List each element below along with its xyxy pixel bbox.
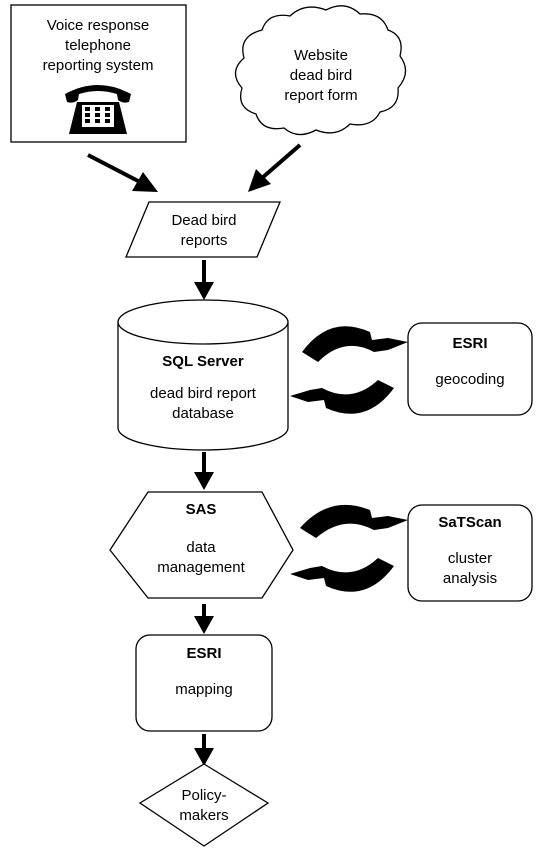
curved-arrow-top-2 xyxy=(300,504,408,538)
website-line-1: Website xyxy=(294,47,348,64)
esri-map-title: ESRI xyxy=(186,645,221,662)
website-cloud xyxy=(234,5,407,136)
reports-parallelogram xyxy=(125,201,281,258)
sql-cylinder xyxy=(117,322,289,451)
cycle-arrows-sas-satscan xyxy=(290,504,408,592)
arrow-sas-to-mapping xyxy=(194,604,214,634)
sas-hexagon xyxy=(109,491,294,599)
voice-line-2: telephone xyxy=(65,37,131,54)
arrow-reports-to-sql xyxy=(194,260,214,300)
sql-cylinder-top xyxy=(117,299,289,345)
sas-title: SAS xyxy=(186,501,217,518)
esri-geo-line-1: geocoding xyxy=(435,371,504,388)
curved-arrow-bottom-2 xyxy=(290,558,394,592)
sql-title: SQL Server xyxy=(162,353,244,370)
satscan-node: SaTScan cluster analysis xyxy=(407,504,533,602)
arrow-mapping-to-policy xyxy=(194,734,214,766)
telephone-icon xyxy=(65,85,131,134)
satscan-title: SaTScan xyxy=(438,514,501,531)
arrow-voice-to-reports xyxy=(87,153,158,192)
esri-geocoding-node: ESRI geocoding xyxy=(407,322,533,416)
policy-makers-node: Policy- makers xyxy=(138,763,270,847)
arrow-sql-to-sas xyxy=(194,452,214,490)
sql-server-node: SQL Server dead bird report database xyxy=(117,299,289,451)
cycle-arrows-sql-esri xyxy=(290,326,408,414)
website-line-3: report form xyxy=(284,87,357,104)
sas-line-2: management xyxy=(157,559,245,576)
curved-arrow-bottom xyxy=(290,380,394,414)
policy-line-1: Policy- xyxy=(181,787,226,804)
sql-line-1: dead bird report xyxy=(150,385,257,402)
reports-line-2: reports xyxy=(181,232,228,249)
esri-geocoding-box xyxy=(407,322,533,416)
esri-map-line-1: mapping xyxy=(175,681,233,698)
esri-geo-title: ESRI xyxy=(452,335,487,352)
arrow-website-to-reports xyxy=(248,143,302,192)
sql-line-2: database xyxy=(172,405,234,422)
sas-line-1: data xyxy=(186,539,216,556)
website-node: Website dead bird report form xyxy=(234,5,407,136)
policy-line-2: makers xyxy=(179,807,228,824)
website-line-2: dead bird xyxy=(290,67,353,84)
satscan-line-2: analysis xyxy=(443,570,497,587)
sas-node: SAS data management xyxy=(109,491,294,599)
esri-mapping-box xyxy=(135,634,273,732)
voice-line-3: reporting system xyxy=(43,57,154,74)
esri-mapping-node: ESRI mapping xyxy=(135,634,273,732)
voice-response-node: Voice response telephone reporting syste… xyxy=(10,4,187,143)
policy-diamond xyxy=(138,763,270,847)
dead-bird-reports-node: Dead bird reports xyxy=(125,201,281,258)
reports-line-1: Dead bird xyxy=(171,212,236,229)
voice-line-1: Voice response xyxy=(47,17,150,34)
satscan-line-1: cluster xyxy=(448,550,492,567)
curved-arrow-top xyxy=(302,326,408,362)
satscan-box xyxy=(407,504,533,602)
